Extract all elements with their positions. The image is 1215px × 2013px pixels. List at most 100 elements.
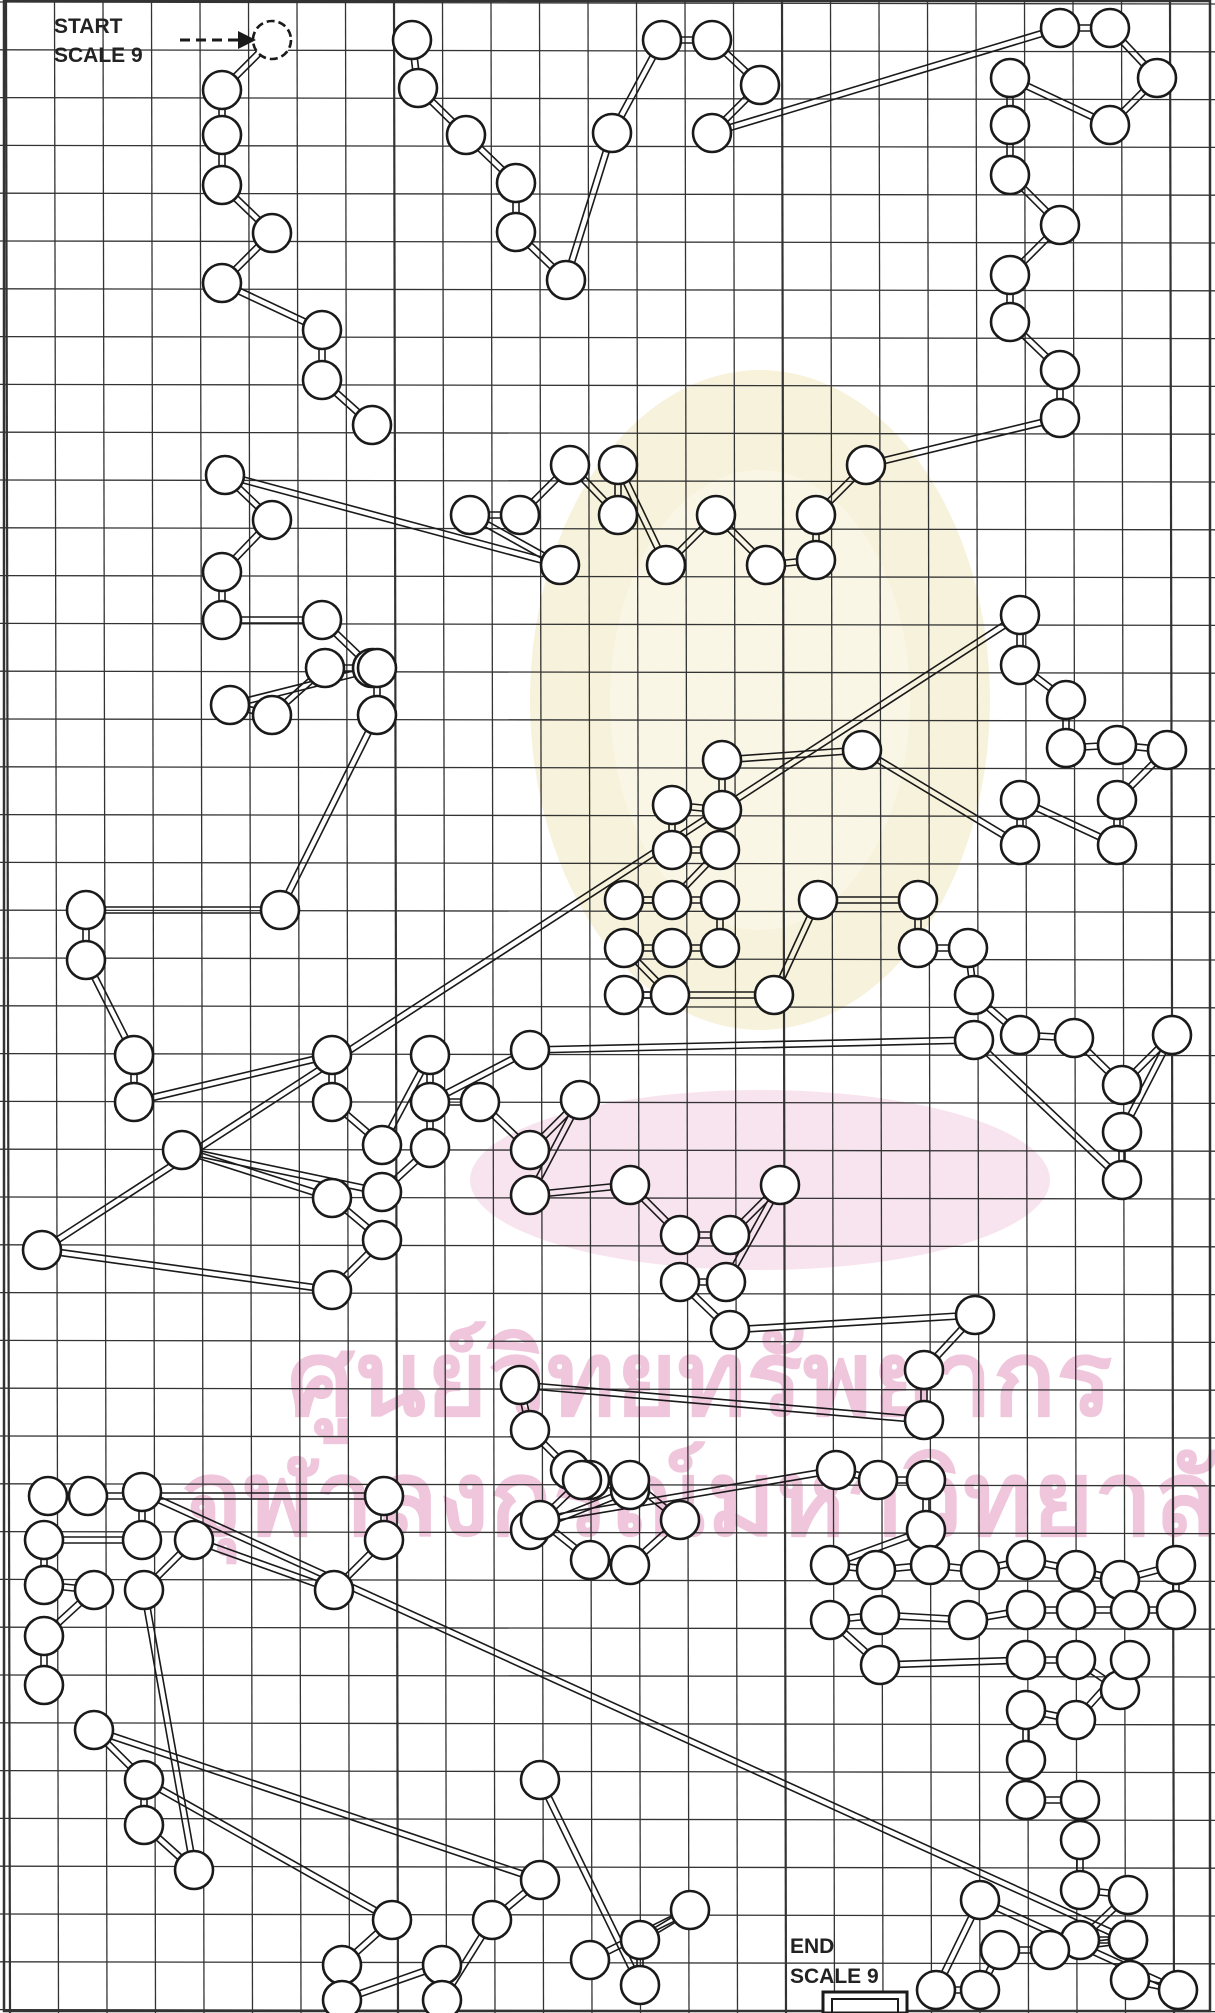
- circle-node: [571, 1541, 609, 1579]
- circle-node: [859, 1461, 897, 1499]
- circle-node: [861, 1596, 899, 1634]
- circle-node: [363, 1221, 401, 1259]
- circle-node: [741, 66, 779, 104]
- circle-node: [917, 1971, 955, 2009]
- circle-node: [29, 1477, 67, 1515]
- circle-node: [315, 1571, 353, 1609]
- circle-node: [203, 601, 241, 639]
- circle-node: [961, 1551, 999, 1589]
- circle-node: [175, 1521, 213, 1559]
- circle-node: [1057, 1551, 1095, 1589]
- grid-line-vertical: [6, 0, 10, 2013]
- start-scale-label: SCALE 9: [54, 44, 143, 67]
- grid-line-horizontal: [0, 1101, 1215, 1103]
- start-marker: START SCALE 9: [54, 15, 256, 67]
- circle-node: [843, 731, 881, 769]
- end-label: END: [790, 1935, 834, 1958]
- circle-node: [905, 1351, 943, 1389]
- grid-line-horizontal: [0, 337, 1215, 339]
- circle-node: [653, 881, 691, 919]
- circle-node: [611, 1546, 649, 1584]
- grid-line-horizontal: [0, 432, 1215, 434]
- circle-node: [303, 361, 341, 399]
- circle-node: [203, 166, 241, 204]
- watermark-text-line1: ศูนย์วิทยทรัพยากร: [288, 1318, 1113, 1444]
- connection-line: [95, 1727, 541, 1877]
- circle-node: [621, 1966, 659, 2004]
- circle-node: [911, 1546, 949, 1584]
- circle-node: [511, 1131, 549, 1169]
- circle-node: [115, 1083, 153, 1121]
- connection-line: [42, 1253, 332, 1293]
- connection-line: [133, 1052, 331, 1099]
- connection-line: [183, 1147, 383, 1189]
- circle-node: [847, 446, 885, 484]
- circle-node: [1041, 399, 1079, 437]
- circle-node: [605, 881, 643, 919]
- circle-node: [1057, 1591, 1095, 1629]
- circle-node: [1041, 206, 1079, 244]
- circle-node: [1091, 9, 1129, 47]
- circle-node: [701, 881, 739, 919]
- circle-node: [1111, 1591, 1149, 1629]
- circle-node: [611, 1461, 649, 1499]
- circle-node: [473, 1901, 511, 1939]
- grid-line-horizontal: [0, 98, 1215, 100]
- circle-node: [411, 1129, 449, 1167]
- circle-node: [1111, 1641, 1149, 1679]
- connection-line: [181, 1153, 331, 1201]
- circle-node: [211, 686, 249, 724]
- circle-node: [747, 546, 785, 584]
- circle-node: [1001, 826, 1039, 864]
- circle-node: [703, 791, 741, 829]
- circle-node: [599, 446, 637, 484]
- grid-line-horizontal: [0, 384, 1215, 386]
- circle-node: [365, 1521, 403, 1559]
- end-marker: END SCALE 9: [790, 1935, 907, 2013]
- grid-line-horizontal: [0, 50, 1215, 52]
- circle-node: [621, 1921, 659, 1959]
- circle-node: [203, 71, 241, 109]
- circle-node: [306, 649, 344, 687]
- grid-line-vertical: [928, 0, 932, 2013]
- circle-node: [611, 1166, 649, 1204]
- circle-node: [653, 831, 691, 869]
- circle-node: [1001, 646, 1039, 684]
- circle-node: [411, 1083, 449, 1121]
- circle-node: [393, 21, 431, 59]
- circle-node: [115, 1036, 153, 1074]
- circle-node: [711, 1216, 749, 1254]
- connection-line: [135, 1058, 333, 1105]
- circle-node: [411, 1036, 449, 1074]
- circle-node: [358, 696, 396, 734]
- circle-node: [1047, 729, 1085, 767]
- circle-node: [203, 553, 241, 591]
- circle-node: [1098, 726, 1136, 764]
- end-scale-label: SCALE 9: [790, 1965, 879, 1988]
- circle-node: [447, 116, 485, 154]
- circle-node: [1109, 1921, 1147, 1959]
- circle-node: [203, 264, 241, 302]
- circle-node: [707, 1263, 745, 1301]
- end-box: [823, 1992, 907, 2013]
- circle-node: [563, 1461, 601, 1499]
- watermark-text-line2: จุฬาลงกรณ์มหาวิทยาลัย: [181, 1438, 1215, 1565]
- circle-node: [797, 541, 835, 579]
- circle-node: [1031, 1931, 1069, 1969]
- circle-node: [991, 256, 1029, 294]
- circle-node: [206, 456, 244, 494]
- circle-node: [991, 303, 1029, 341]
- connection-line: [530, 1043, 974, 1053]
- connection-line: [530, 1037, 974, 1047]
- circle-node: [755, 976, 793, 1014]
- circle-node: [571, 1941, 609, 1979]
- circle-node: [1138, 59, 1176, 97]
- circle-node: [501, 1366, 539, 1404]
- circle-node: [353, 406, 391, 444]
- start-circle: [253, 21, 291, 59]
- connection-line: [183, 1147, 333, 1195]
- circle-node: [899, 881, 937, 919]
- circle-node: [67, 941, 105, 979]
- circle-node: [461, 1083, 499, 1121]
